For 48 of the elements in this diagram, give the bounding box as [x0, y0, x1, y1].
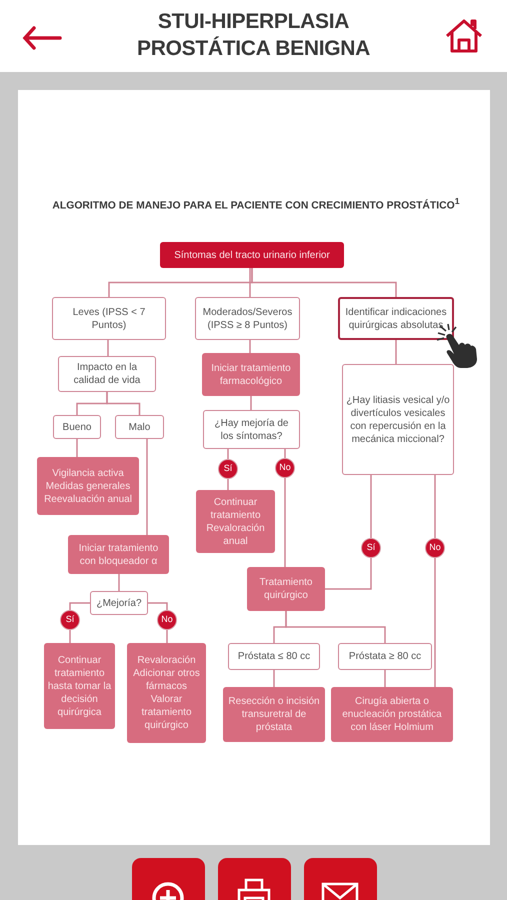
connector-line: [434, 558, 436, 687]
diagram-title: ALGORITMO DE MANEJO PARA EL PACIENTE CON CRECIMIENTO PROSTÁTICO$^{1}$: [51, 196, 461, 212]
action-box: Vigilancia activa Medidas generales Reevaluación anual: [37, 457, 139, 515]
process-box: Próstata ≥ 80 cc: [338, 643, 432, 670]
process-box: Identificar indicaciones quirúrgicas absolutas: [338, 297, 454, 340]
connector-line: [395, 340, 397, 364]
action-box: Resección o incisión transuretral de próstata: [223, 687, 325, 742]
connector-line: [249, 340, 251, 353]
action-box: Continuar tratamiento hasta tomar la decisión quirúrgica: [44, 643, 115, 729]
page-heading: STUI-HIPERPLASIA PROSTÁTICA BENIGNA: [136, 9, 371, 62]
connector-line: [146, 439, 148, 535]
process-box: Moderados/Severos (IPSS ≥ 8 Puntos): [195, 297, 300, 340]
connector-line: [69, 630, 71, 643]
process-box: Síntomas del tracto urinario inferior: [160, 242, 344, 268]
action-box: Continuar tratamiento Revaloración anual: [196, 490, 275, 553]
connector-line: [107, 340, 109, 356]
connector-line: [384, 670, 386, 687]
process-box: Leves (IPSS < 7 Puntos): [52, 297, 166, 340]
process-box: ¿Hay litiasis vesical y/o divertículos vesicales con repercusión en la mecánica miccional?: [342, 364, 454, 475]
process-box: Impacto en la calidad de vida: [58, 356, 156, 392]
action-box: Iniciar tratamiento farmacológico: [202, 353, 300, 396]
connector-line: [251, 268, 397, 297]
process-box: ¿Mejoría?: [90, 591, 148, 615]
action-box: Cirugía abierta o enucleación prostática con láser Holmium: [331, 687, 453, 742]
connector-line: [69, 602, 90, 610]
connector-line: [148, 602, 168, 610]
action-box: Iniciar tratamiento con bloqueador α: [68, 535, 169, 574]
action-box: Revaloración Adicionar otros fármacos Valorar tratamiento quirúrgico: [127, 643, 206, 743]
connector-line: [106, 392, 140, 415]
connector-line: [370, 475, 372, 538]
connector-line: [284, 478, 286, 567]
connector-line: [118, 574, 120, 591]
connector-line: [325, 558, 372, 590]
action-box: Tratamiento quirúrgico: [247, 567, 325, 611]
process-box: Próstata ≤ 80 cc: [228, 643, 320, 670]
connector-line: [227, 479, 229, 490]
process-box: Bueno: [53, 415, 101, 439]
connector-line: [227, 449, 229, 459]
connector-line: [166, 630, 168, 643]
connector-line: [285, 611, 386, 643]
process-box: ¿Hay mejoría de los síntomas?: [203, 410, 300, 449]
connector-line: [284, 449, 286, 458]
connector-line: [249, 268, 251, 297]
connector-line: [250, 396, 252, 410]
process-box: Malo: [115, 415, 164, 439]
connector-line: [273, 670, 275, 687]
connector-line: [76, 439, 78, 457]
connector-line: [434, 475, 436, 538]
